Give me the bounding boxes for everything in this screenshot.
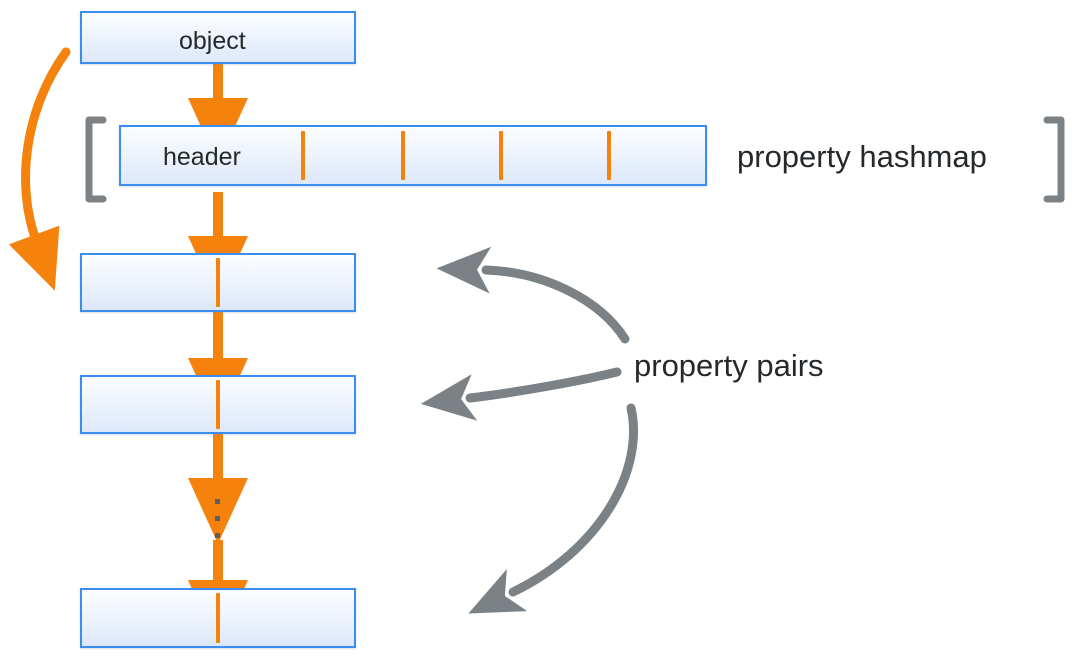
pair-box-2-thru-line: [216, 380, 220, 429]
hashmap-slot-divider-3: [499, 131, 503, 180]
arrow-pairs-callout-bottom: [468, 403, 639, 614]
ellipsis-dot-2: [215, 516, 220, 521]
arrow-pairs-callout-middle: [420, 367, 622, 421]
ellipsis-dot-3: [215, 533, 220, 538]
pair-box-1-thru-line: [216, 258, 220, 307]
property-pairs-label: property pairs: [634, 348, 824, 383]
ellipsis-dot-1: [215, 499, 220, 504]
bracket-open: [85, 116, 107, 203]
hashmap-slot-divider-2: [401, 131, 405, 180]
property-hashmap-label: property hashmap: [737, 139, 987, 174]
bracket-close: [1043, 116, 1065, 203]
arrow-pairs-callout-top: [436, 246, 630, 344]
hashmap-slot-divider-1: [301, 131, 305, 180]
arrow-object-curve-to-pair-1: [8, 47, 71, 291]
pair-box-3-thru-line: [216, 593, 220, 643]
hashmap-slot-divider-4: [607, 131, 611, 180]
hashmap-header-cell-label: header: [163, 143, 241, 171]
object-box-label: object: [179, 27, 246, 55]
object-box[interactable]: [80, 11, 356, 64]
